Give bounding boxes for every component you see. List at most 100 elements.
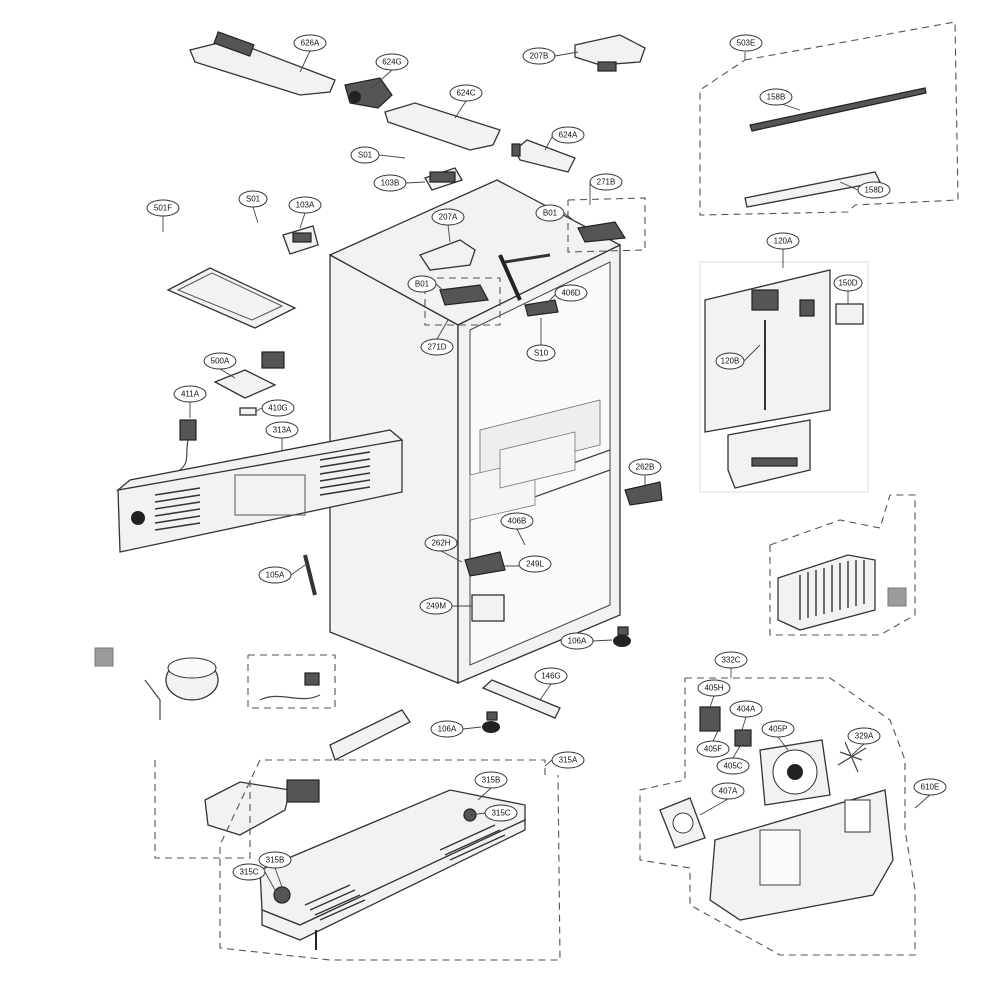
callout-405f: 405F	[696, 740, 730, 758]
part-146g	[481, 679, 561, 719]
callout-158b: 158B	[759, 88, 793, 106]
callout-313a: 313A	[265, 421, 299, 439]
svg-text:262H: 262H	[431, 539, 450, 548]
callout-624a: 624A	[551, 126, 585, 144]
callout-146g: 146G	[534, 667, 568, 685]
part-103b	[424, 167, 463, 191]
callout-b01-right: B01	[535, 204, 565, 222]
svg-text:207A: 207A	[439, 213, 458, 222]
leader-line	[378, 154, 406, 159]
leader-line	[469, 812, 486, 816]
callout-405p: 405P	[761, 720, 795, 738]
leader-line	[252, 206, 259, 224]
part-410g	[239, 407, 257, 416]
leader-line	[743, 344, 761, 362]
callout-405c: 405C	[716, 757, 750, 775]
callout-503e: 503E	[729, 34, 763, 52]
svg-text:626A: 626A	[301, 39, 320, 48]
leader-line	[712, 730, 719, 742]
svg-text:405H: 405H	[704, 684, 723, 693]
leader-line	[405, 181, 426, 184]
leader-line	[462, 726, 482, 730]
leader-lines	[162, 50, 931, 891]
part-262b	[624, 481, 663, 506]
leader-line	[299, 212, 306, 229]
part-501f	[166, 267, 297, 329]
callout-s01-top: S01	[350, 146, 380, 164]
callout-271b: 271B	[589, 173, 623, 191]
leader-line	[544, 294, 556, 306]
callout-626a: 626A	[293, 34, 327, 52]
leader-line	[544, 136, 553, 151]
part-271d	[424, 277, 501, 326]
svg-text:271D: 271D	[427, 343, 446, 352]
reference-swatch-left	[94, 647, 114, 667]
part-332c-group	[639, 677, 916, 956]
part-duct	[329, 709, 411, 761]
callout-120a: 120A	[766, 232, 800, 250]
svg-text:106A: 106A	[438, 725, 457, 734]
svg-text:271B: 271B	[597, 178, 616, 187]
part-271b	[567, 197, 646, 253]
svg-text:158D: 158D	[864, 186, 883, 195]
part-evaporator-group	[769, 494, 916, 636]
svg-text:405F: 405F	[704, 745, 722, 754]
leader-line	[516, 528, 526, 546]
svg-text:103B: 103B	[381, 179, 400, 188]
leader-line	[539, 683, 552, 701]
svg-text:624C: 624C	[456, 89, 475, 98]
part-compressor	[144, 657, 219, 720]
svg-text:120A: 120A	[774, 237, 793, 246]
part-106a-lower	[482, 711, 500, 733]
svg-text:405C: 405C	[723, 762, 742, 771]
leader-line	[563, 212, 577, 223]
leader-line	[477, 787, 492, 801]
leader-line	[732, 745, 741, 759]
callout-106a-upper: 106A	[560, 632, 594, 650]
callout-120b: 120B	[715, 352, 745, 370]
callout-207a: 207A	[431, 208, 465, 226]
leader-line	[839, 181, 859, 191]
svg-text:315C: 315C	[491, 809, 510, 818]
svg-text:501F: 501F	[154, 204, 172, 213]
part-249m	[471, 594, 505, 622]
part-411a	[179, 419, 197, 471]
leader-line	[699, 798, 729, 816]
leader-line	[447, 224, 451, 243]
leader-line	[592, 639, 613, 642]
svg-text:249L: 249L	[526, 560, 544, 569]
part-624a	[511, 139, 576, 173]
svg-text:407A: 407A	[719, 787, 738, 796]
callout-271d: 271D	[420, 338, 454, 356]
part-626a	[189, 31, 336, 96]
svg-text:329A: 329A	[855, 732, 874, 741]
lower-left-group-outline	[154, 760, 251, 859]
leader-line	[544, 759, 553, 767]
leader-line	[264, 871, 276, 891]
part-315a	[219, 759, 561, 961]
callout-150d: 150D	[833, 274, 863, 292]
svg-text:207B: 207B	[530, 52, 549, 61]
part-313a	[115, 429, 404, 553]
part-207a	[419, 239, 476, 271]
part-207b	[574, 34, 646, 72]
leader-line	[290, 564, 306, 576]
part-controller	[204, 779, 320, 836]
leader-line	[851, 743, 865, 756]
leader-line	[440, 550, 463, 563]
callout-249m: 249M	[419, 597, 453, 615]
svg-text:106A: 106A	[568, 637, 587, 646]
leader-line	[777, 736, 789, 751]
svg-text:610E: 610E	[921, 783, 940, 792]
svg-text:150D: 150D	[838, 279, 857, 288]
part-105a	[303, 554, 317, 596]
svg-text:315A: 315A	[559, 756, 578, 765]
callout-500a: 500A	[203, 352, 237, 370]
callout-106a-lower: 106A	[430, 720, 464, 738]
svg-text:315B: 315B	[482, 776, 501, 785]
callout-332c: 332C	[714, 651, 748, 669]
callout-315c-upper: 315C	[484, 804, 518, 822]
callout-407a: 407A	[711, 782, 745, 800]
callout-105a: 105A	[258, 566, 292, 584]
